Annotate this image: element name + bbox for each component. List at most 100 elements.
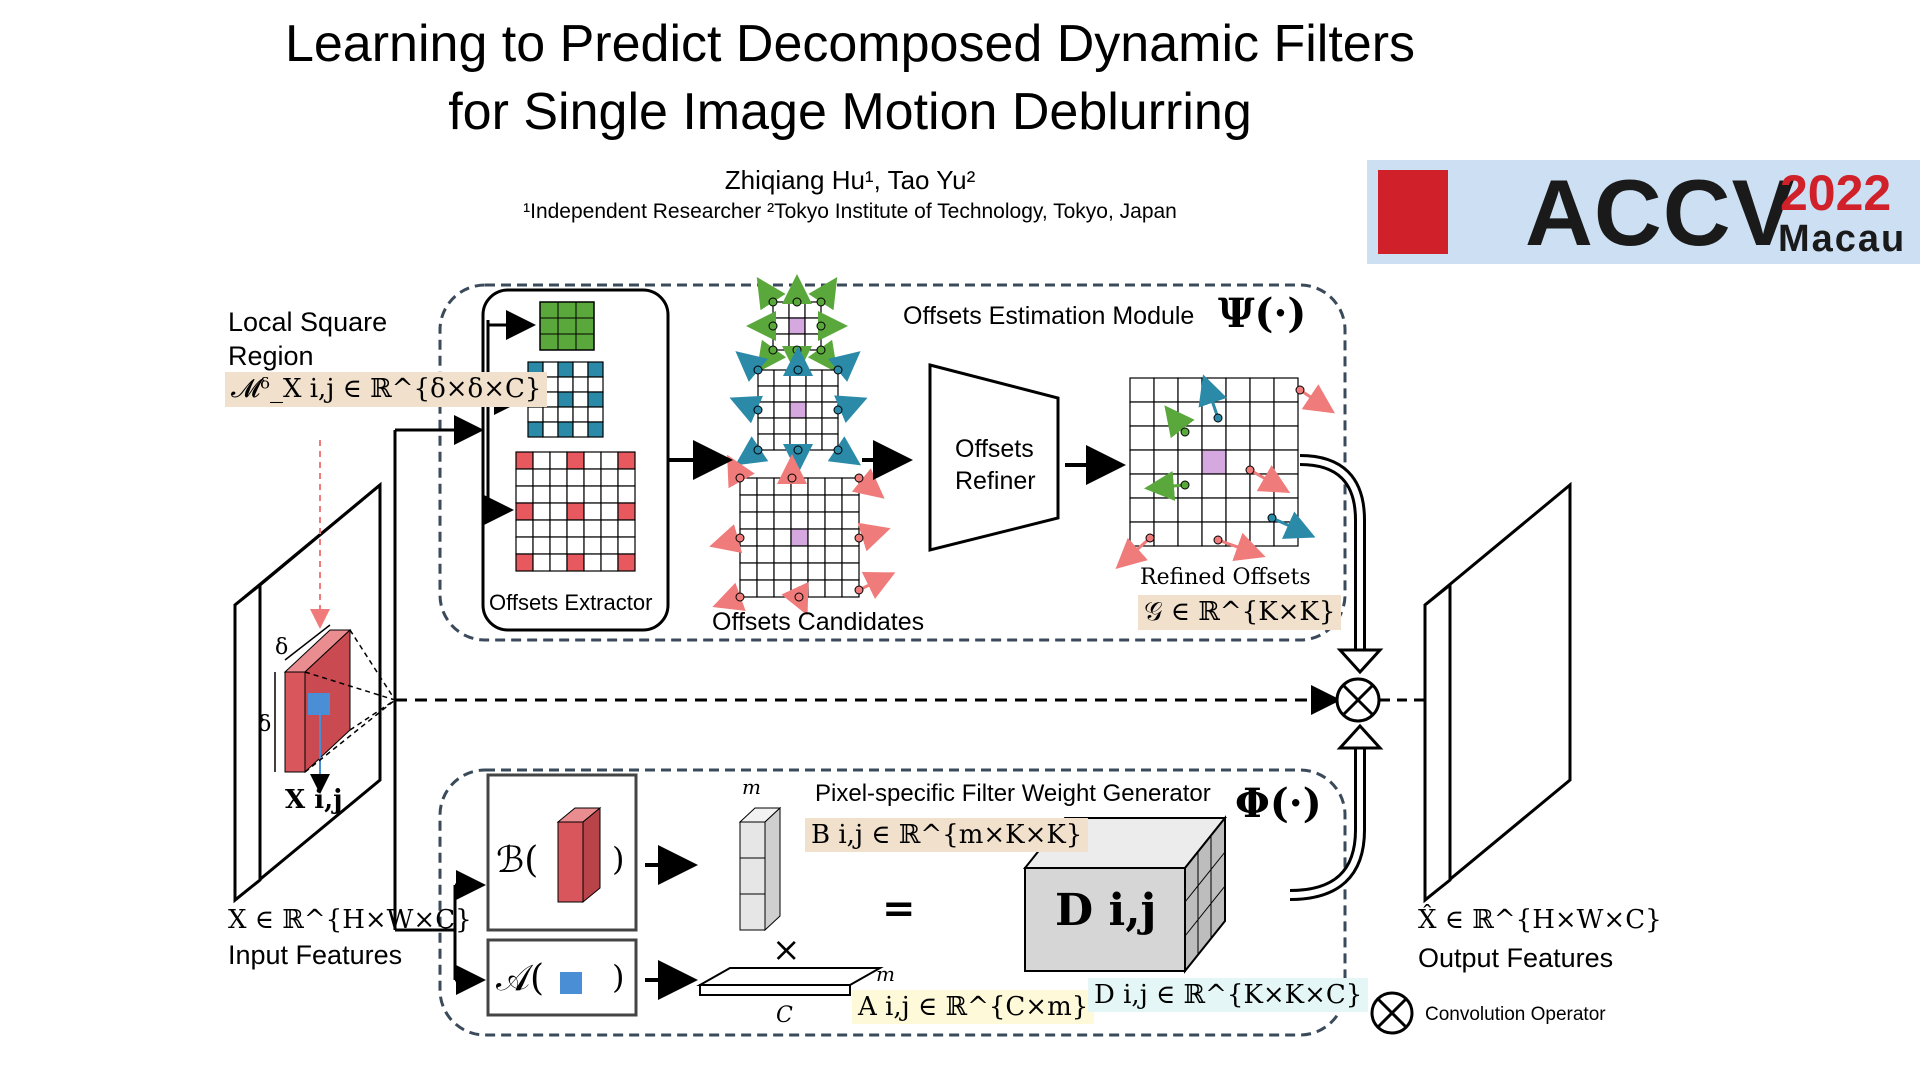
grid-cell	[1225, 521, 1251, 547]
grid-cell	[824, 494, 843, 513]
grid-cell	[600, 536, 619, 555]
grid-cell	[600, 519, 619, 538]
offset-dot	[753, 405, 763, 415]
offset-dot	[768, 321, 778, 331]
grid-cell	[1201, 473, 1227, 499]
b-cube	[556, 806, 602, 904]
grid-cell	[773, 494, 792, 513]
grid-cell	[790, 528, 809, 547]
grid-cell	[557, 376, 574, 393]
offset-dot	[816, 297, 826, 307]
offsets-refiner-label-2: Refiner	[955, 467, 1036, 495]
delta-diag	[284, 624, 331, 661]
grid-cell	[773, 385, 791, 403]
grid-cell	[515, 468, 534, 487]
grid-cell	[515, 536, 534, 555]
offset-dot	[768, 345, 778, 355]
grid-cell	[583, 485, 602, 504]
m-label-b: m	[742, 775, 761, 799]
offset-dot	[816, 345, 826, 355]
grid-cell	[549, 519, 568, 538]
grid-cell	[1273, 401, 1299, 427]
grid-cell	[805, 417, 823, 435]
offset-dot	[1213, 413, 1223, 423]
offset-dot	[1267, 513, 1277, 523]
grid-cell	[1249, 401, 1275, 427]
grid-cell	[739, 545, 758, 564]
grid-cell	[789, 401, 807, 419]
grid-cell	[1129, 377, 1155, 403]
offset-dot	[792, 297, 802, 307]
offset-dot	[1180, 480, 1190, 490]
grid-cell	[807, 511, 826, 530]
grid-cell	[572, 361, 589, 378]
offset-arrow	[1164, 405, 1195, 439]
grid-cell	[600, 468, 619, 487]
grid-cell	[790, 545, 809, 564]
grid-cell	[1177, 401, 1203, 427]
offset-arrow	[857, 522, 891, 552]
a-tensor	[696, 967, 884, 986]
offset-dot	[735, 533, 745, 543]
offset-dot	[1213, 535, 1223, 545]
b-tensor	[738, 806, 782, 932]
grid-cell	[566, 536, 585, 555]
offset-dot	[1245, 465, 1255, 475]
grid-cell	[807, 579, 826, 598]
grid-cell	[572, 391, 589, 408]
grid-cell	[532, 451, 551, 470]
offsets-refiner-label-1: Offsets	[955, 435, 1034, 463]
grid-cell	[1177, 449, 1203, 475]
c-label: C	[776, 1003, 793, 1028]
grid-cell	[587, 421, 604, 438]
grid-cell	[617, 485, 636, 504]
grid-cell	[824, 562, 843, 581]
d-cube-label: D i,j	[1055, 885, 1157, 936]
grid-cell	[789, 385, 807, 403]
grid-cell	[572, 421, 589, 438]
offset-dot	[753, 445, 763, 455]
local-region-cube	[283, 628, 352, 774]
grid-cell	[532, 553, 551, 572]
offset-dot	[753, 365, 763, 375]
title-line-2: for Single Image Motion Deblurring	[448, 83, 1252, 141]
grid-cell	[1153, 521, 1179, 547]
grid-cell	[549, 553, 568, 572]
logo-text: ACCV	[1525, 160, 1796, 265]
grid-cell	[583, 536, 602, 555]
local-square-math: 𝓜ᵟ_X i,j ∈ ℝ^{δ×δ×C}	[225, 372, 548, 407]
output-features-label: Output Features	[1418, 943, 1614, 973]
grid-cell	[549, 451, 568, 470]
authors: Zhiqiang Hu¹, Tao Yu²	[724, 165, 976, 195]
grid-cell	[587, 406, 604, 423]
grid-cell	[566, 468, 585, 487]
grid-cell	[587, 361, 604, 378]
grid-cell	[1153, 449, 1179, 475]
grid-cell	[1129, 497, 1155, 523]
grid-cell	[1201, 425, 1227, 451]
a-close-paren: )	[612, 958, 625, 996]
grid-cell	[549, 468, 568, 487]
grid-cell	[600, 485, 619, 504]
grid-cell	[515, 451, 534, 470]
grid-cell	[807, 494, 826, 513]
grid-cell	[587, 391, 604, 408]
grid-cell	[527, 406, 544, 423]
grid-cell	[824, 477, 843, 496]
offset-dot	[816, 321, 826, 331]
grid-cell	[515, 502, 534, 521]
grid-cell	[557, 391, 574, 408]
grid-cell	[617, 502, 636, 521]
grid-cell	[1249, 521, 1275, 547]
offset-dot	[787, 473, 797, 483]
candidate-grid-mid	[729, 346, 868, 474]
b-func-label: ℬ(	[496, 840, 539, 881]
conv-operator-label: Convolution Operator	[1425, 1004, 1606, 1025]
grid-cell	[1273, 497, 1299, 523]
grid-cell	[532, 536, 551, 555]
offsets-module-border	[438, 283, 1347, 642]
offsets-candidates-label: Offsets Candidates	[712, 608, 925, 636]
grid-cell	[532, 468, 551, 487]
grid-cell	[1153, 497, 1179, 523]
offsets-extractor-label: Offsets Extractor	[489, 590, 653, 615]
